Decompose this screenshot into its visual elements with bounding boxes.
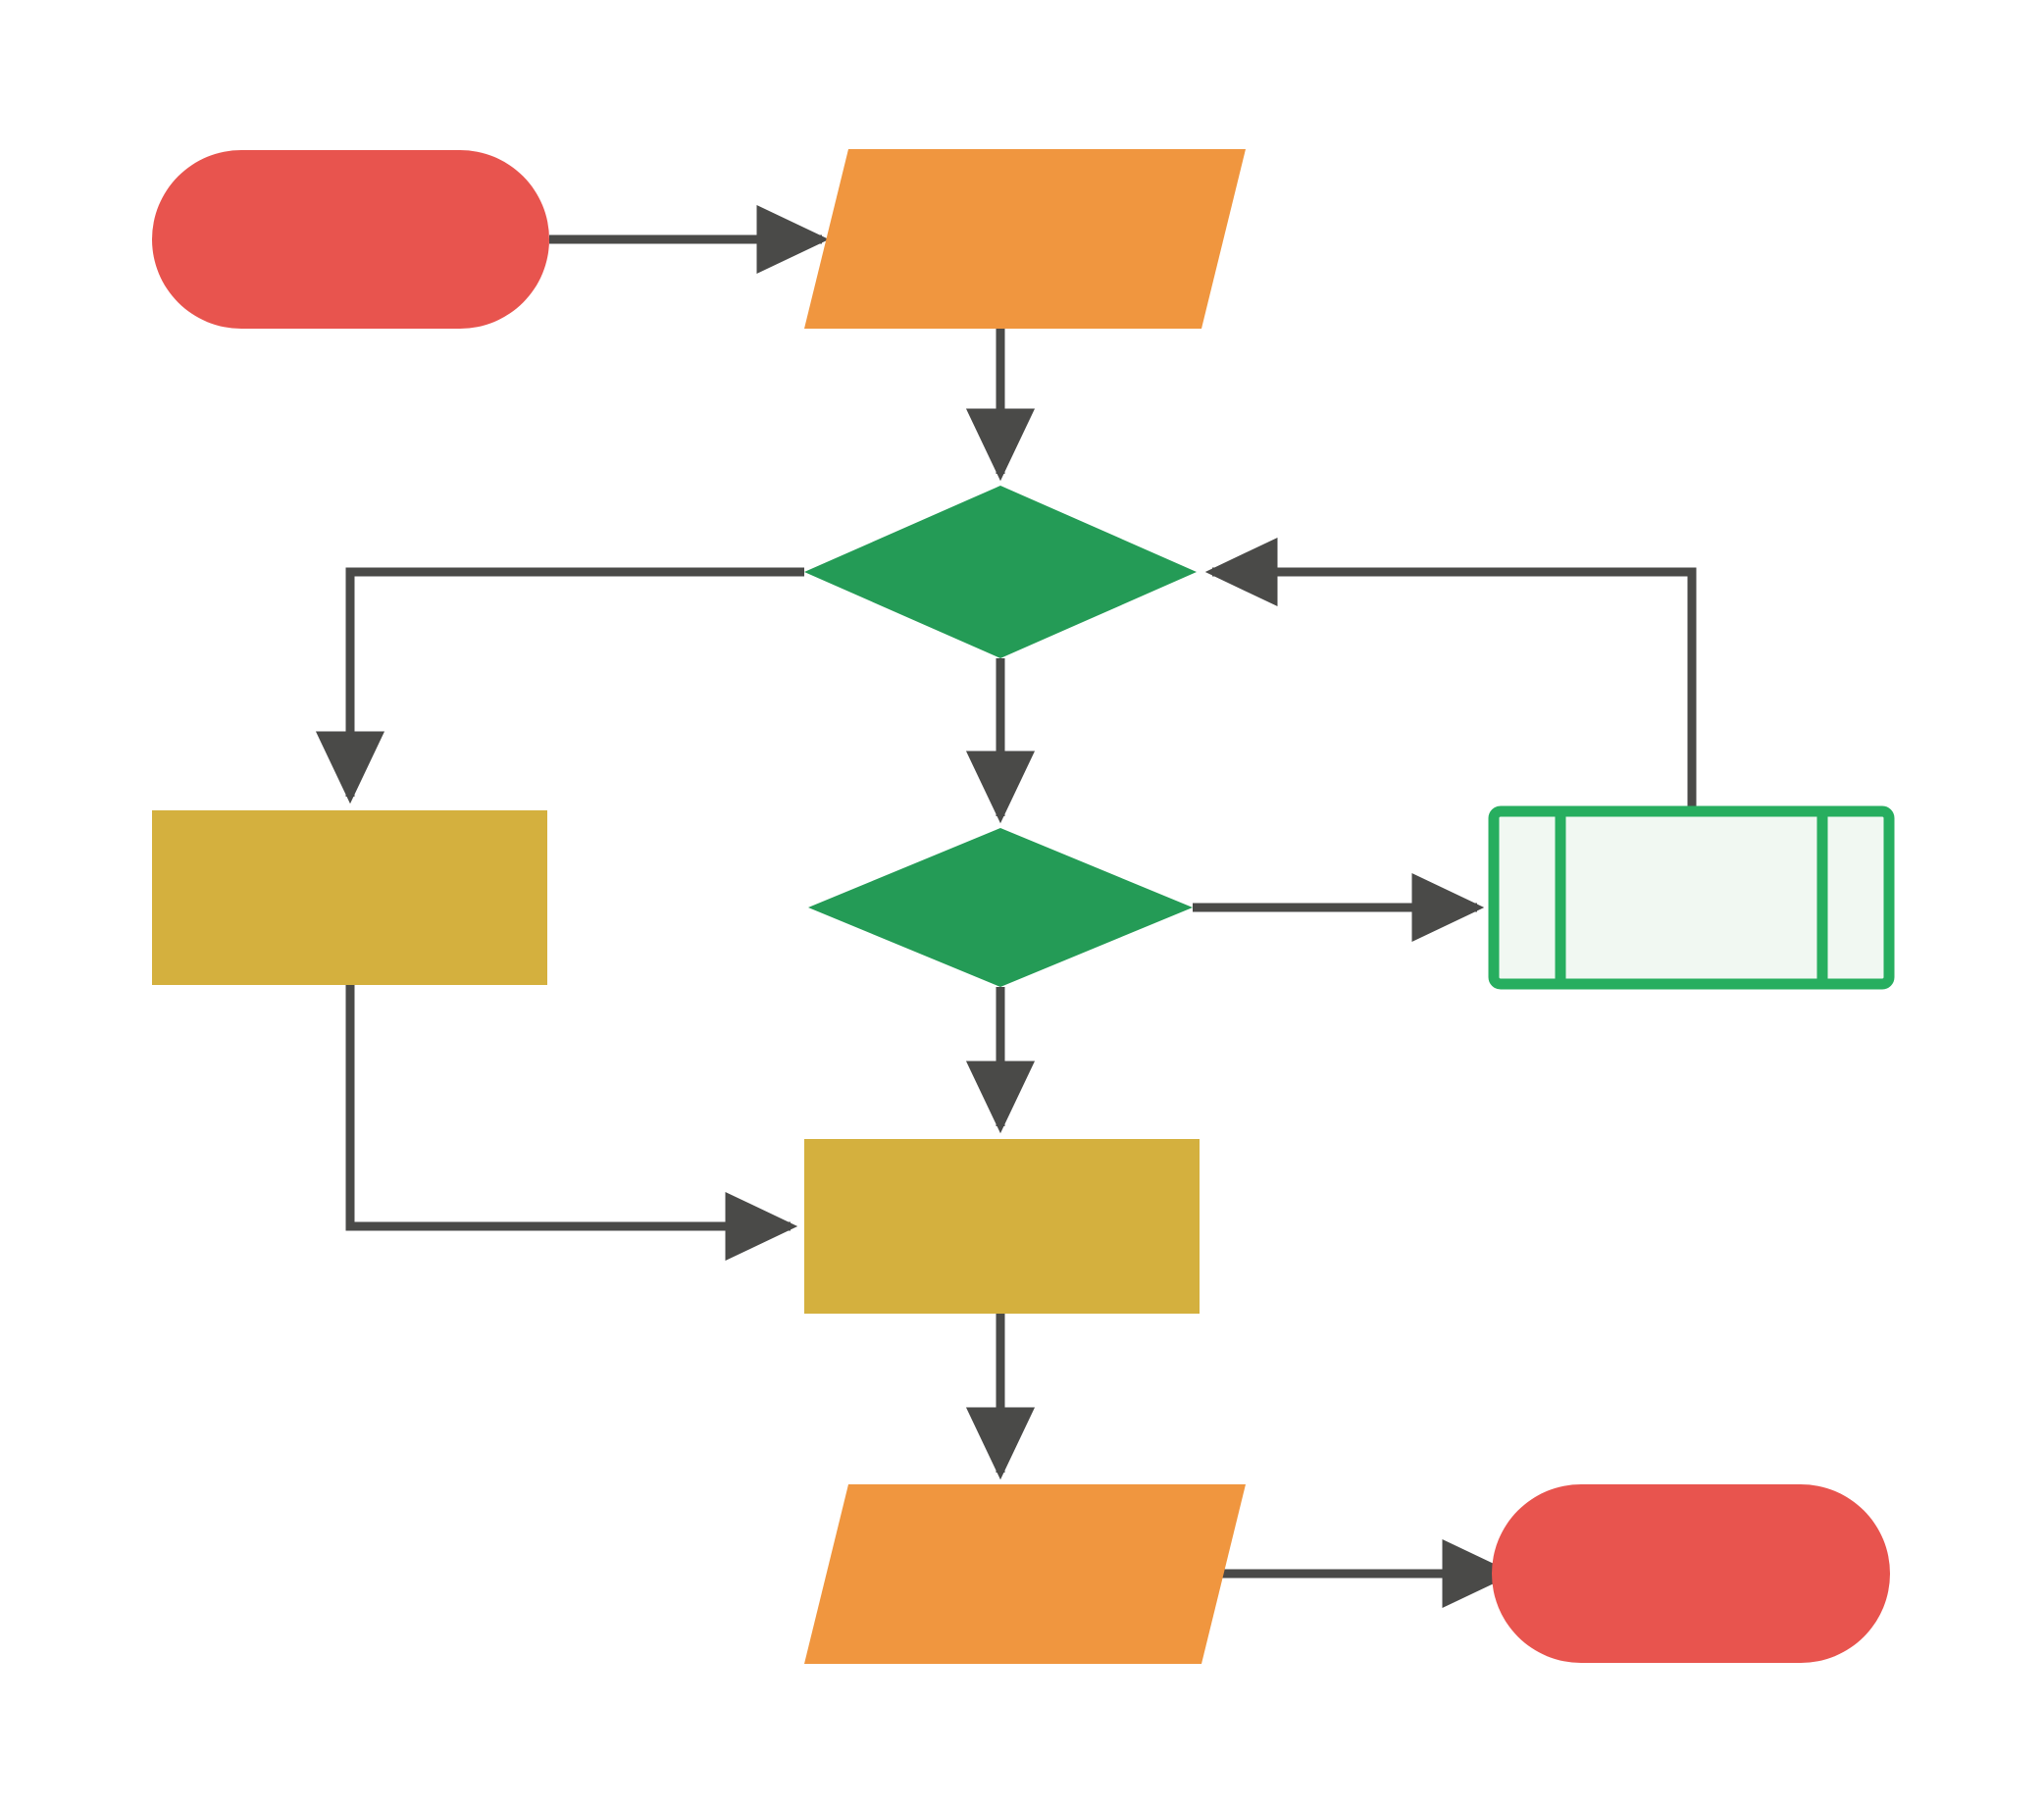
node-decision-2-diamond[interactable]	[808, 828, 1193, 987]
nodes-layer	[152, 149, 1895, 1664]
decision-2-shape[interactable]	[808, 828, 1193, 987]
node-start-terminator[interactable]	[152, 150, 549, 329]
process-left-shape[interactable]	[152, 810, 547, 985]
node-input-parallelogram[interactable]	[804, 149, 1246, 329]
node-process-left[interactable]	[152, 810, 547, 985]
node-process-bottom[interactable]	[804, 1139, 1200, 1314]
node-end-terminator[interactable]	[1492, 1484, 1890, 1663]
edge-process-left-to-process-bottom	[345, 985, 798, 1262]
edges-layer	[315, 204, 1697, 1609]
start-terminator-shape[interactable]	[152, 150, 549, 329]
node-predefined-process[interactable]	[1488, 805, 1895, 990]
edge-predefined-process-to-decision-1-loopback	[1204, 537, 1697, 806]
edge-decision-1-to-process-left	[315, 567, 804, 804]
input-parallelogram-shape[interactable]	[804, 149, 1246, 329]
node-output-parallelogram[interactable]	[804, 1484, 1246, 1664]
end-terminator-shape[interactable]	[1492, 1484, 1890, 1663]
process-bottom-shape[interactable]	[804, 1139, 1200, 1314]
decision-1-shape[interactable]	[804, 486, 1197, 658]
node-decision-1-diamond[interactable]	[804, 486, 1197, 658]
predefined-process-outer-shape[interactable]	[1488, 805, 1895, 990]
output-parallelogram-shape[interactable]	[804, 1484, 1246, 1664]
